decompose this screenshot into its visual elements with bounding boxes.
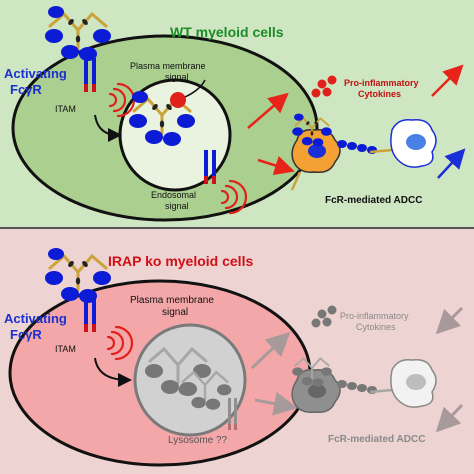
ko-receptor-tail-lysosome bbox=[228, 398, 237, 430]
wt-pm-signal-line1: Plasma membrane bbox=[130, 61, 206, 71]
ko-cytokines-down-arrow bbox=[435, 306, 464, 335]
wt-cytokines-line1: Pro-inflammatory bbox=[344, 78, 419, 88]
ko-cytokines-line1: Pro-inflammatory bbox=[340, 311, 409, 321]
ko-cytokines-line2: Cytokines bbox=[356, 322, 396, 332]
ko-receptor-label-line2: FcγR bbox=[10, 327, 42, 342]
ko-arrow-to-cytokines bbox=[250, 331, 291, 370]
wt-adcc-label: FcR-mediated ADCC bbox=[325, 195, 422, 206]
ko-adcc-label: FcR-mediated ADCC bbox=[328, 434, 425, 445]
wt-cytokines-line2: Cytokines bbox=[358, 89, 401, 99]
wt-pm-signal-pointer bbox=[184, 79, 206, 98]
ko-receptor-label-line1: Activating bbox=[4, 311, 67, 326]
wt-itam-label: ITAM bbox=[55, 104, 76, 114]
wt-cytokine-dots bbox=[311, 75, 337, 98]
wt-signal-molecule bbox=[170, 92, 186, 108]
wt-diagram: WT myeloid cells Activating FcγR ITAM Pl… bbox=[0, 0, 474, 227]
ko-pm-signal-line2: signal bbox=[162, 307, 188, 318]
ko-arrow-to-adcc bbox=[254, 391, 298, 416]
wt-adcc-up-arrow bbox=[437, 148, 466, 179]
wt-effector-nucleus bbox=[308, 144, 326, 158]
irap-ko-panel: IRAP ko myeloid cells Activating FcγR IT… bbox=[0, 227, 474, 474]
wt-arrow-to-adcc bbox=[257, 155, 295, 176]
irap-ko-diagram: IRAP ko myeloid cells Activating FcγR IT… bbox=[0, 227, 474, 474]
wt-internalization-arrow bbox=[94, 114, 122, 142]
wt-cytokines-up-arrow bbox=[431, 64, 464, 97]
ko-title: IRAP ko myeloid cells bbox=[108, 253, 253, 269]
wt-receptor-label-line2: FcγR bbox=[10, 82, 42, 97]
wt-endosomal-line2: signal bbox=[165, 201, 189, 211]
ko-target-nucleus bbox=[406, 374, 426, 390]
wt-pm-signal-line2: signal bbox=[165, 72, 189, 82]
ko-adcc-down-arrow bbox=[435, 403, 464, 433]
ko-adcc-bridge-link bbox=[369, 388, 393, 394]
ko-internalization-arrow bbox=[94, 357, 132, 387]
wt-effector-link bbox=[290, 171, 302, 191]
wt-receptor-label-line1: Activating bbox=[4, 66, 67, 81]
wt-endosomal-line1: Endosomal bbox=[151, 190, 196, 200]
ko-lysosome-label: Lysosome ?? bbox=[168, 435, 228, 446]
ko-effector-nucleus bbox=[308, 384, 326, 398]
ko-pm-signal-line1: Plasma membrane bbox=[130, 295, 214, 306]
ko-itam-label: ITAM bbox=[55, 344, 76, 354]
wt-title: WT myeloid cells bbox=[170, 24, 284, 40]
wt-panel: WT myeloid cells Activating FcγR ITAM Pl… bbox=[0, 0, 474, 227]
wt-arrow-to-cytokines bbox=[247, 92, 289, 129]
wt-target-nucleus bbox=[406, 134, 426, 150]
wt-adcc-bridge-link bbox=[369, 148, 393, 154]
ko-cytokine-dots bbox=[311, 305, 337, 328]
